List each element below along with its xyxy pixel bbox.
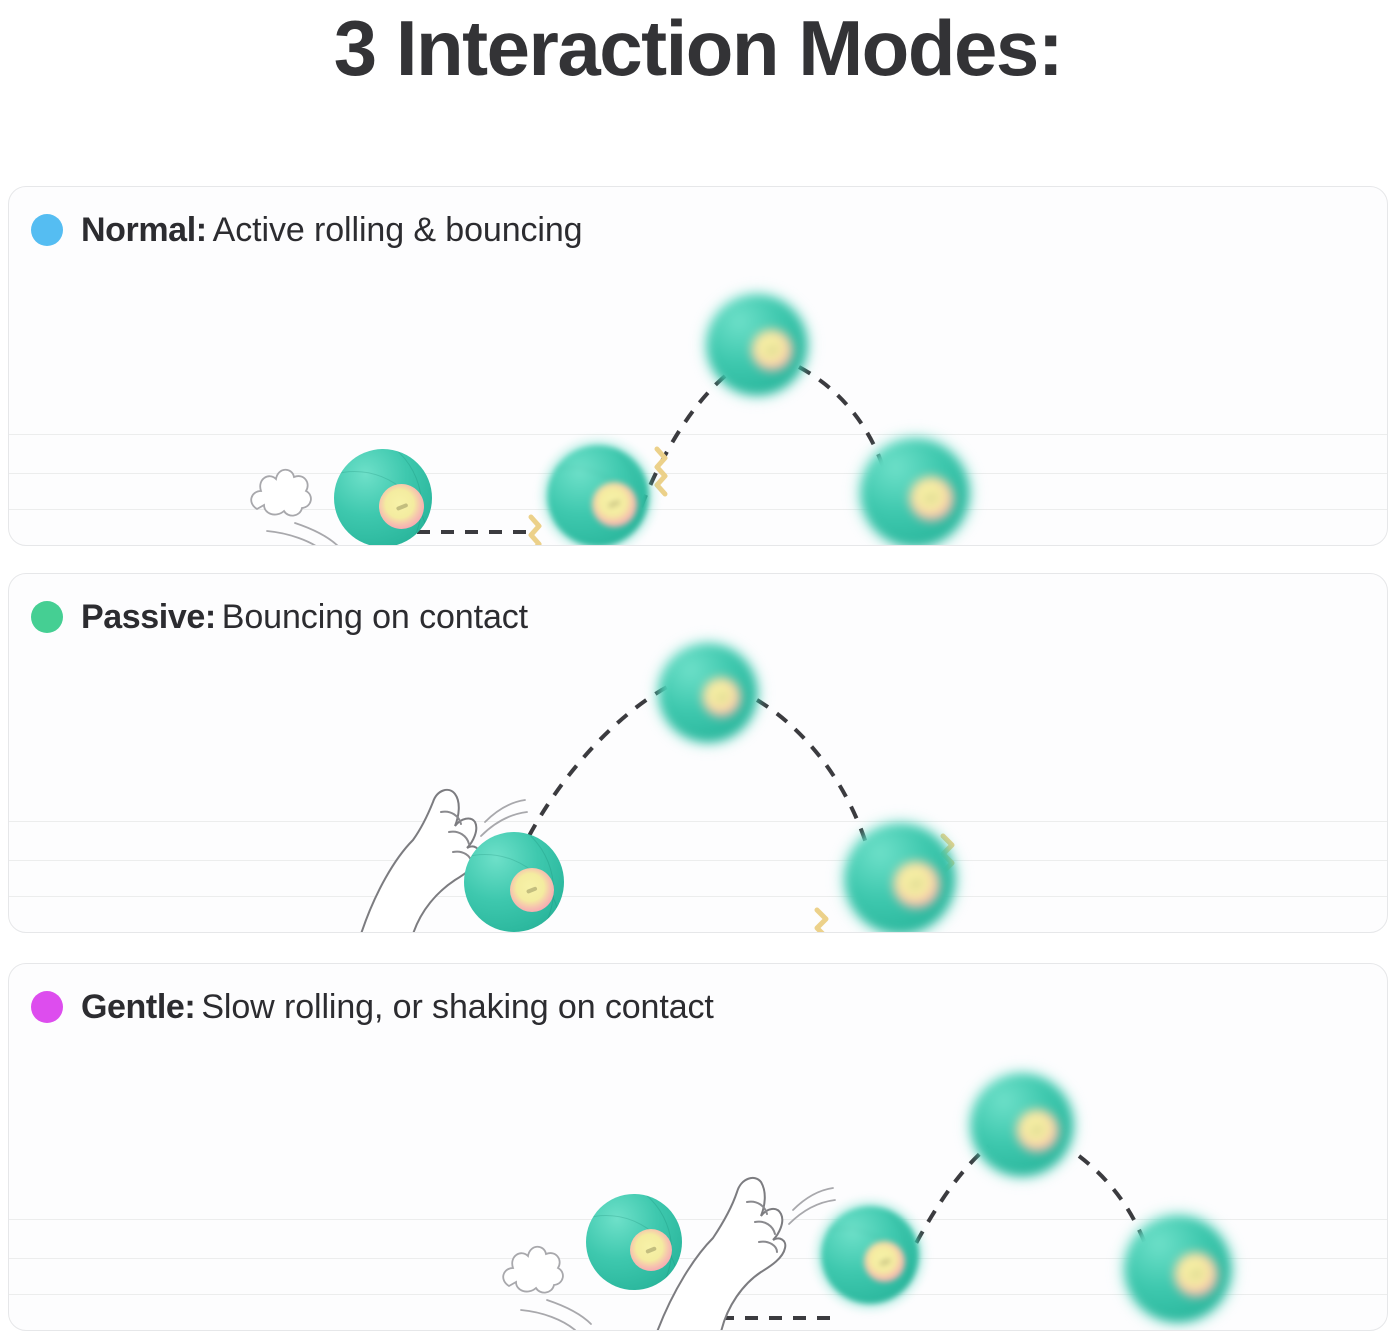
dust-puff-icon (250, 468, 339, 545)
mode-description-passive: Bouncing on contact (221, 598, 529, 636)
ball-contact-passive (464, 832, 564, 932)
mode-panel-normal: Normal:Active rolling & bouncing (8, 186, 1388, 546)
mode-dot-normal-icon (31, 214, 63, 246)
bounce-arc-normal-down (798, 365, 891, 488)
ball-landing-normal (850, 428, 980, 545)
mode-name-passive: Passive: (81, 598, 216, 636)
ball-apex-normal (697, 285, 817, 405)
mode-name-normal: Normal: (81, 211, 207, 249)
cat-paw-icon (656, 1176, 836, 1330)
mode-description-gentle: Slow rolling, or shaking on contact (201, 988, 714, 1026)
mode-name-gentle: Gentle: (81, 988, 196, 1026)
bounce-arc-passive-up (527, 684, 670, 837)
ball-rolling-gentle (586, 1194, 682, 1290)
mode-description-normal: Active rolling & bouncing (212, 211, 583, 249)
ball-apex-passive (649, 634, 767, 752)
mode-header-normal: Normal:Active rolling & bouncing (31, 211, 583, 249)
ball-contact-normal (536, 434, 660, 545)
ball-apex-gentle (960, 1063, 1084, 1187)
mode-header-passive: Passive:Bouncing on contact (31, 598, 528, 636)
vibration-squiggle-normal-b (528, 514, 542, 545)
dust-puff-icon (502, 1245, 592, 1330)
bounce-arc-passive-down (755, 698, 869, 847)
ball-rolling-normal (334, 449, 432, 545)
ball-landing-passive (834, 813, 966, 932)
ball-contact-gentle (811, 1196, 929, 1314)
mode-panel-gentle: Gentle:Slow rolling, or shaking on conta… (8, 963, 1388, 1331)
ball-landing-gentle (1114, 1205, 1242, 1330)
mode-dot-gentle-icon (31, 991, 63, 1023)
mode-header-gentle: Gentle:Slow rolling, or shaking on conta… (31, 988, 714, 1026)
mode-panel-passive: Passive:Bouncing on contact (8, 573, 1388, 933)
page-title: 3 Interaction Modes: (333, 4, 1064, 92)
mode-dot-passive-icon (31, 601, 63, 633)
bounce-arc-gentle-up (903, 1142, 993, 1265)
vibration-squiggle-passive-b (814, 907, 829, 932)
